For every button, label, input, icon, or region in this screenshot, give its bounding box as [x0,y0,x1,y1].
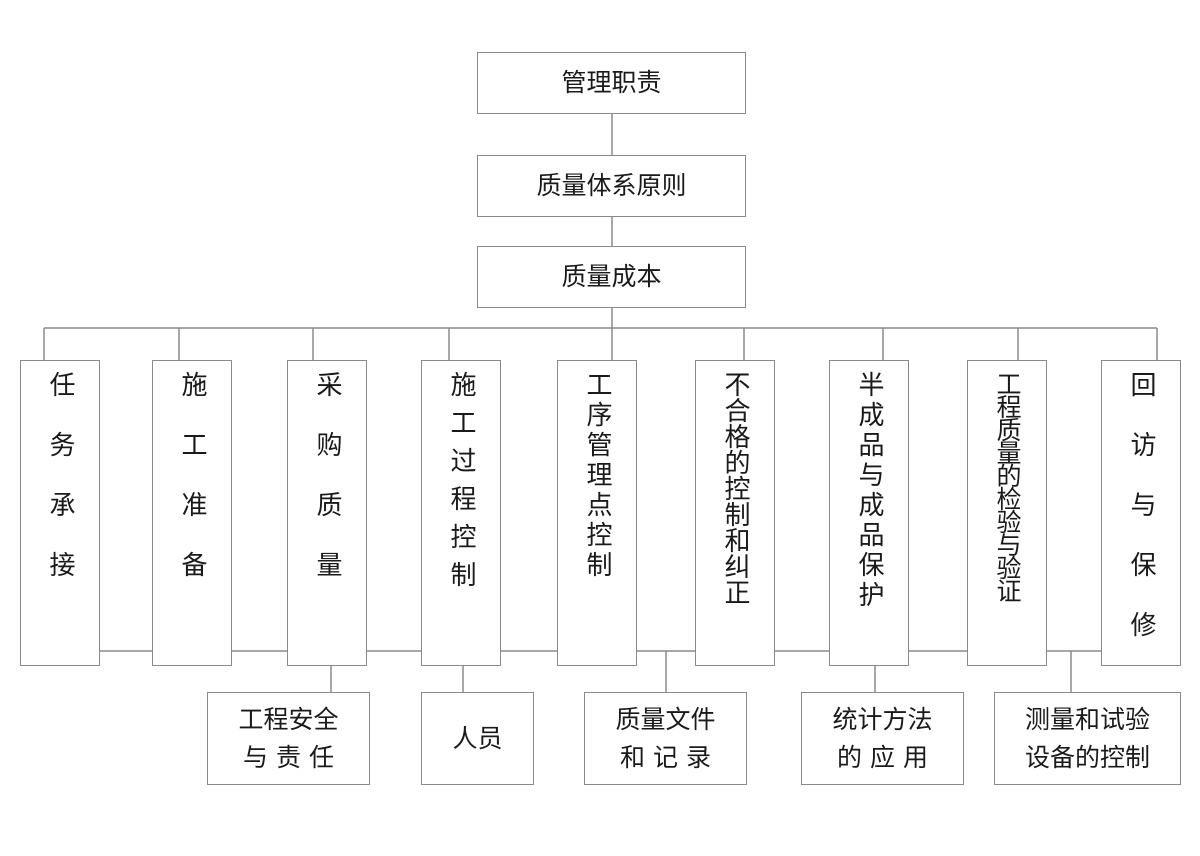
branch-checkpoint-control: 工序管理点控制 [557,360,637,666]
node-label: 管理职责 [561,68,662,97]
branch-purchase-quality: 采购质量 [287,360,367,666]
node-measurement-equipment: 测量和试验 设备的控制 [994,692,1181,785]
branch-label: 采购质量 [312,371,342,611]
branch-inspection-verification: 工程质量的检验与验证 [967,360,1047,666]
branch-label: 施工准备 [177,371,207,611]
branch-followup-warranty: 回访与保修 [1101,360,1181,671]
node-management-duty: 管理职责 [477,52,746,114]
branch-task-acceptance: 任务承接 [20,360,100,666]
branch-nonconformity-control: 不合格的控制和纠正 [695,360,775,666]
node-label-line: 设备的控制 [1024,742,1150,772]
branch-label: 不合格的控制和纠正 [720,371,750,605]
branch-label: 工程质量的检验与验证 [993,371,1022,601]
branch-process-control: 施工过程控制 [421,360,501,666]
branch-label: 半成品与成品保护 [854,371,884,611]
node-quality-system-principle: 质量体系原则 [477,155,746,217]
node-label-line: 统计方法 [832,704,933,734]
branch-label: 回访与保修 [1126,371,1156,671]
node-label-line: 的 应 用 [837,742,928,772]
node-quality-documents: 质量文件 和 记 录 [584,692,747,785]
node-label-line: 测量和试验 [1024,704,1150,734]
branch-construction-prep: 施工准备 [152,360,232,666]
node-label-line: 工程安全 [238,704,339,734]
branch-label: 施工过程控制 [446,371,476,599]
node-label-line: 质量文件 [615,704,716,734]
node-staff: 人员 [421,692,534,785]
branch-label: 工序管理点控制 [582,371,612,581]
branch-label: 任务承接 [45,371,75,611]
node-label: 人员 [452,723,503,753]
node-quality-cost: 质量成本 [477,246,746,308]
node-label-line: 和 记 录 [620,742,711,772]
node-label: 质量成本 [561,262,662,291]
node-label-line: 与 责 任 [243,742,334,772]
branch-product-protection: 半成品与成品保护 [829,360,909,666]
node-label: 质量体系原则 [536,171,687,200]
node-safety-responsibility: 工程安全 与 责 任 [207,692,370,785]
node-statistical-methods: 统计方法 的 应 用 [801,692,964,785]
